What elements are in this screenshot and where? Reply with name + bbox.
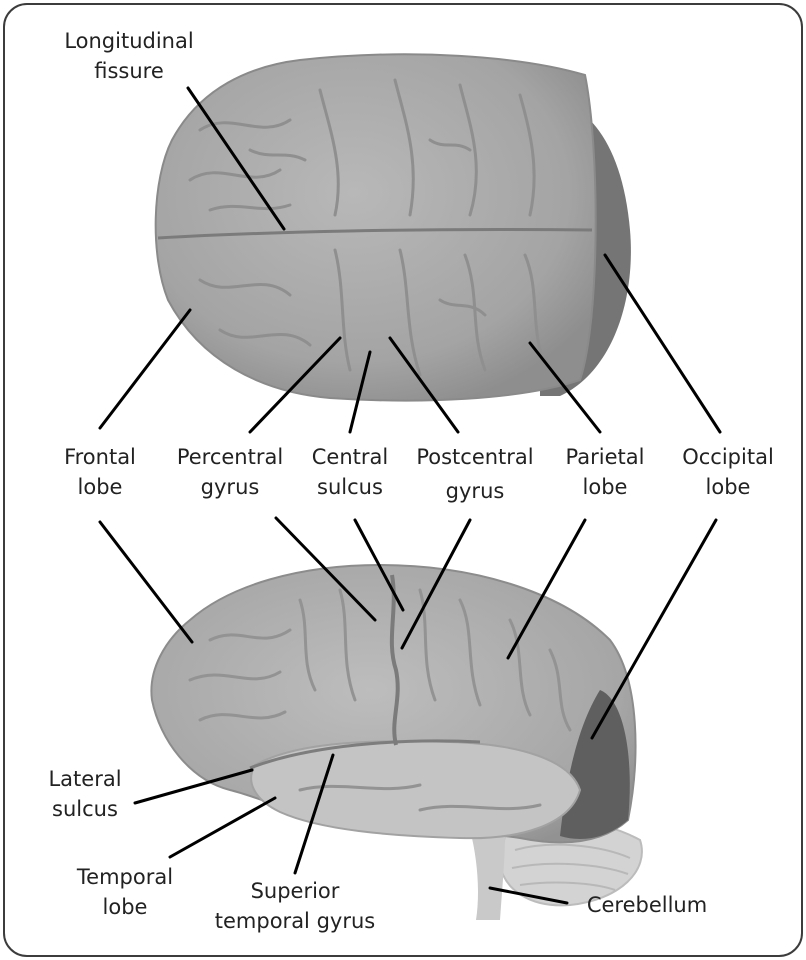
label-line: fissure — [54, 56, 204, 86]
label-central-sulcus: Central sulcus — [295, 442, 405, 502]
label-line: sulcus — [30, 794, 140, 824]
label-line: Lateral — [30, 764, 140, 794]
label-line: Superior — [200, 876, 390, 906]
label-line: sulcus — [295, 472, 405, 502]
label-occipital-lobe: Occipital lobe — [668, 442, 788, 502]
label-line: Occipital — [668, 442, 788, 472]
leader-frontal-lobe-side — [100, 522, 192, 642]
brainstem — [470, 830, 505, 920]
leader-occipital-lobe-side — [592, 520, 716, 738]
label-line: lobe — [40, 472, 160, 502]
label-line: gyrus — [405, 476, 545, 506]
label-lateral-sulcus: Lateral sulcus — [30, 764, 140, 824]
label-line: Percentral — [165, 442, 295, 472]
label-temporal-lobe: Temporal lobe — [60, 862, 190, 922]
label-percentral-gyrus: Percentral gyrus — [165, 442, 295, 502]
brain-top-view — [156, 54, 631, 400]
label-superior-temporal-gyrus: Superior temporal gyrus — [200, 876, 390, 936]
label-line: Parietal — [550, 442, 660, 472]
label-line: Cerebellum — [572, 890, 722, 920]
label-parietal-lobe: Parietal lobe — [550, 442, 660, 502]
brain-lateral-view — [151, 565, 641, 920]
label-cerebellum: Cerebellum — [572, 890, 722, 920]
label-line: Frontal — [40, 442, 160, 472]
label-line: Postcentral — [405, 442, 545, 472]
label-postcentral-gyrus: Postcentral gyrus — [405, 442, 545, 506]
label-line: Temporal — [60, 862, 190, 892]
label-longitudinal-fissure: Longitudinal fissure — [54, 26, 204, 86]
leader-frontal-lobe-top — [100, 310, 190, 428]
label-line: Central — [295, 442, 405, 472]
label-line: temporal gyrus — [200, 906, 390, 936]
label-line: lobe — [550, 472, 660, 502]
leader-occipital-lobe-top — [605, 255, 720, 432]
label-line: lobe — [60, 892, 190, 922]
label-line: lobe — [668, 472, 788, 502]
label-line: Longitudinal — [54, 26, 204, 56]
cerebrum-top — [156, 54, 596, 400]
label-frontal-lobe: Frontal lobe — [40, 442, 160, 502]
label-line: gyrus — [165, 472, 295, 502]
leader-temporal-lobe — [170, 798, 275, 857]
